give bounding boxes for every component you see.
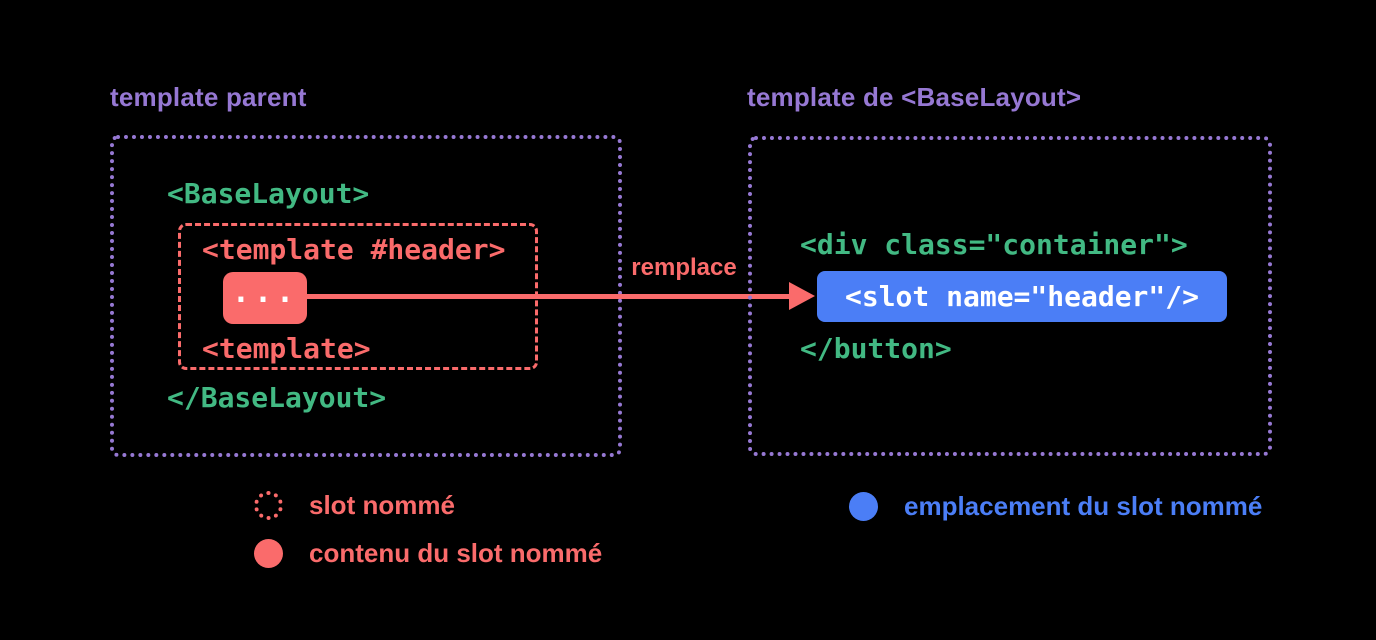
left-panel-box: <BaseLayout> <template #header> ... <tem… bbox=[110, 135, 622, 457]
solid-red-circle-icon bbox=[254, 538, 283, 568]
code-template-header-open-tag: <template #header> bbox=[202, 233, 506, 266]
legend-label-slot-placeholder: emplacement du slot nommé bbox=[904, 490, 1263, 521]
left-panel-title: template parent bbox=[110, 82, 307, 112]
legend-item-named-slot: slot nommé bbox=[254, 489, 455, 521]
replace-arrow-label: remplace bbox=[631, 254, 737, 281]
slot-placeholder-box: <slot name="header"/> bbox=[817, 271, 1227, 322]
code-slot-name-header-tag: <slot name="header"/> bbox=[844, 280, 1199, 313]
code-baselayout-open-tag: <BaseLayout> bbox=[167, 177, 370, 210]
code-button-close-tag: </button> bbox=[800, 332, 952, 365]
legend-item-slot-content: contenu du slot nommé bbox=[254, 537, 602, 569]
replace-arrow-line bbox=[306, 294, 792, 299]
slot-content-box: ... bbox=[223, 272, 307, 324]
slot-content-ellipsis: ... bbox=[231, 275, 299, 310]
dotted-red-circle-icon bbox=[254, 490, 283, 520]
code-template-close-tag: <template> bbox=[202, 332, 371, 365]
legend-item-slot-placeholder: emplacement du slot nommé bbox=[849, 490, 1262, 522]
code-baselayout-close-tag: </BaseLayout> bbox=[167, 381, 387, 414]
solid-blue-circle-icon bbox=[849, 491, 878, 521]
legend-label-named-slot: slot nommé bbox=[309, 489, 455, 520]
legend-label-slot-content: contenu du slot nommé bbox=[309, 537, 603, 568]
replace-arrow-head-icon bbox=[789, 282, 815, 310]
named-slot-outline-box: <template #header> ... <template> bbox=[178, 223, 538, 370]
right-panel-box: <div class="container"> <slot name="head… bbox=[748, 136, 1272, 456]
code-div-container-open-tag: <div class="container"> bbox=[800, 228, 1188, 261]
right-panel-title: template de <BaseLayout> bbox=[747, 82, 1082, 112]
